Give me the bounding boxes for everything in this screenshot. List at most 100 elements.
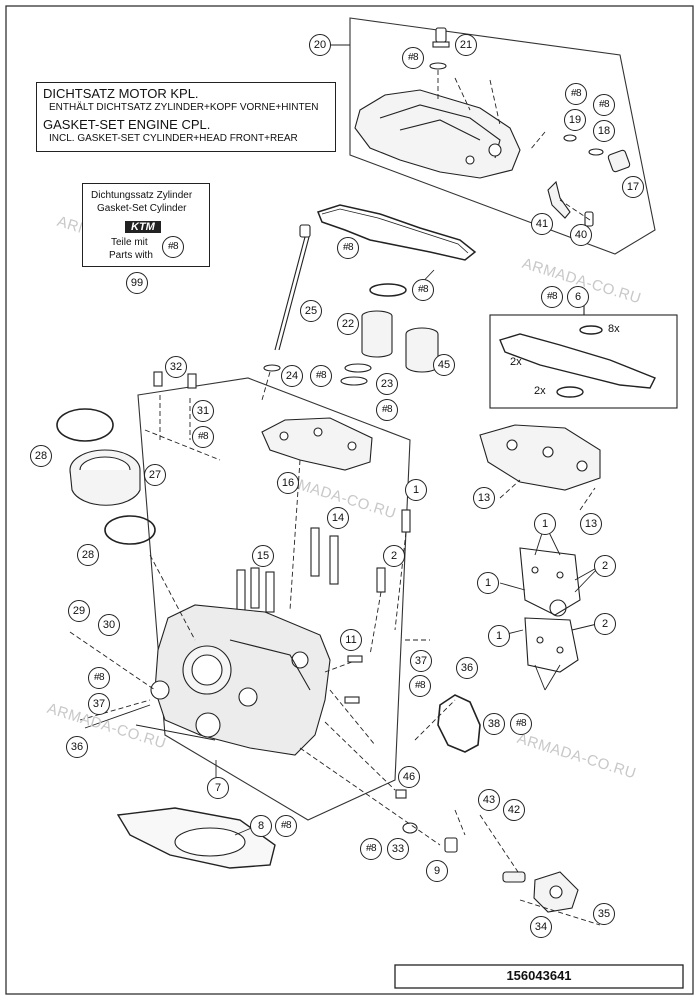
frame: [5, 5, 694, 995]
valve-cover: [354, 89, 521, 179]
hose-clamp-upper: [56, 408, 114, 442]
callout-ref8: #8: [88, 667, 110, 689]
callout-11: 11: [340, 629, 362, 651]
callout-ref8: #8: [409, 675, 431, 697]
camshaft-carrier: [261, 417, 373, 471]
callout-28: 28: [77, 544, 99, 566]
kit-ref-label: #8: [162, 236, 184, 258]
qty-8x: 8x: [608, 323, 620, 335]
callout-45: 45: [433, 354, 455, 376]
plug: [563, 134, 631, 173]
callout-2: 2: [594, 613, 616, 635]
callout-9: 9: [426, 860, 448, 882]
o-ring: [369, 283, 407, 297]
callout-7: 7: [207, 777, 229, 799]
callout-6: 6: [567, 286, 589, 308]
callout-43: 43: [478, 789, 500, 811]
kit-number-label: 99: [126, 272, 148, 294]
drawing-number-box: [394, 964, 684, 989]
valve-cover-group-outline: [349, 17, 656, 255]
gasket-set-note: DICHTSATZ MOTOR KPL. ENTHÄLT DICHTSATZ Z…: [36, 82, 336, 152]
callout-34: 34: [530, 916, 552, 938]
valve-cover-gasket: [317, 204, 477, 261]
note-line-en: GASKET-SET ENGINE CPL.: [43, 117, 211, 132]
kit-line-en: Gasket-Set Cylinder: [97, 203, 187, 214]
callout-28: 28: [30, 445, 52, 467]
cylinder-head: [150, 604, 331, 756]
callout-46: 46: [398, 766, 420, 788]
callout-ref8: #8: [565, 83, 587, 105]
callout-41: 41: [531, 213, 553, 235]
callout-17: 17: [622, 176, 644, 198]
callout-20: 20: [309, 34, 331, 56]
callout-1: 1: [405, 479, 427, 501]
drawing-number: 156043641: [506, 968, 572, 983]
callout-22: 22: [337, 313, 359, 335]
kit-parts-en: Parts with: [109, 250, 153, 261]
callout-19: 19: [564, 109, 586, 131]
intake-flange: [69, 449, 141, 506]
callout-ref8: #8: [192, 426, 214, 448]
callout-15: 15: [252, 545, 274, 567]
hose-clamp-lower: [104, 515, 156, 545]
callout-ref8: #8: [360, 838, 382, 860]
callout-27: 27: [144, 464, 166, 486]
callout-ref8: #8: [402, 47, 424, 69]
callout-30: 30: [98, 614, 120, 636]
callout-13: 13: [580, 513, 602, 535]
callout-ref8: #8: [275, 815, 297, 837]
callout-1: 1: [488, 625, 510, 647]
callout-36: 36: [456, 657, 478, 679]
callout-ref8: #8: [310, 365, 332, 387]
kit-line-de: Dichtungssatz Zylinder: [91, 190, 193, 201]
sleeve-22: [361, 310, 393, 358]
kit-parts-de: Teile mit: [111, 237, 148, 248]
callout-35: 35: [593, 903, 615, 925]
callout-ref8: #8: [541, 286, 563, 308]
gasket-kit-box: Dichtungssatz Zylinder Gasket-Set Cylind…: [82, 183, 210, 267]
callout-1: 1: [477, 572, 499, 594]
callout-32: 32: [165, 356, 187, 378]
qty-2x-b: 2x: [534, 385, 546, 397]
callout-13: 13: [473, 487, 495, 509]
note-line-de: DICHTSATZ MOTOR KPL.: [43, 86, 199, 101]
qty-2x-a: 2x: [510, 356, 522, 368]
callout-42: 42: [503, 799, 525, 821]
note-sub-de: ENTHÄLT DICHTSATZ ZYLINDER+KOPF VORNE+HI…: [49, 102, 319, 113]
callout-18: 18: [593, 120, 615, 142]
callout-36: 36: [66, 736, 88, 758]
long-bolt: [263, 224, 311, 372]
callout-16: 16: [277, 472, 299, 494]
kit-brand-logo: KTM: [125, 221, 161, 233]
gasket-plates: [519, 547, 581, 673]
thermostat-housing: [502, 871, 579, 913]
callout-40: 40: [570, 224, 592, 246]
sleeve-45: [405, 327, 439, 373]
callout-8: 8: [250, 815, 272, 837]
callout-25: 25: [300, 300, 322, 322]
callout-2: 2: [383, 545, 405, 567]
callout-23: 23: [376, 373, 398, 395]
callout-ref8: #8: [376, 399, 398, 421]
callout-ref8: #8: [510, 713, 532, 735]
callout-ref8: #8: [412, 279, 434, 301]
head-gasket: [116, 807, 276, 869]
callout-37: 37: [410, 650, 432, 672]
oil-plug: [429, 27, 450, 70]
camshaft-carrier-rear: [479, 424, 601, 491]
callout-21: 21: [455, 34, 477, 56]
callout-33: 33: [387, 838, 409, 860]
note-sub-en: INCL. GASKET-SET CYLINDER+HEAD FRONT+REA…: [49, 133, 298, 144]
callout-2: 2: [594, 555, 616, 577]
callout-31: 31: [192, 400, 214, 422]
callout-14: 14: [327, 507, 349, 529]
callout-ref8: #8: [337, 237, 359, 259]
exhaust-gasket: [437, 694, 481, 753]
callout-37: 37: [88, 693, 110, 715]
callout-1: 1: [534, 513, 556, 535]
head-assembly-outline: [137, 377, 411, 821]
callout-ref8: #8: [593, 94, 615, 116]
callout-24: 24: [281, 365, 303, 387]
